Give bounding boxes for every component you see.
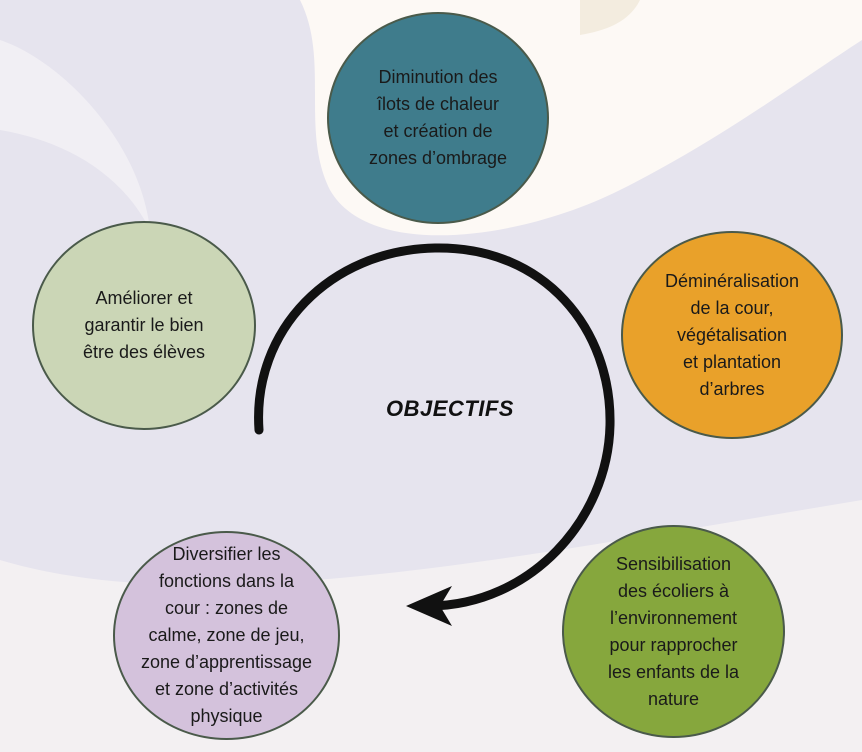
cycle-arrow-arc [254,243,615,611]
objective-text: Diminution des îlots de chaleur et créat… [368,67,508,168]
objective-circle-heat-islands: Diminution des îlots de chaleur et créat… [327,12,549,224]
objective-circle-wellbeing: Améliorer et garantir le bien être des é… [32,221,256,430]
objective-text: Diversifier les fonctions dans la cour :… [140,544,313,726]
cycle-arrow-head [406,586,452,626]
background-light-swoosh [0,40,150,230]
objective-circle-demineralisation: Déminéralisation de la cour, végétalisat… [621,231,843,439]
objective-circle-awareness: Sensibilisation des écoliers à l’environ… [562,525,785,738]
objective-text: Déminéralisation de la cour, végétalisat… [664,270,800,399]
objective-text: Améliorer et garantir le bien être des é… [82,288,206,362]
center-label: OBJECTIFS [386,396,514,421]
objective-circle-diversify-functions: Diversifier les fonctions dans la cour :… [113,531,340,740]
objective-text: Sensibilisation des écoliers à l’environ… [607,553,740,709]
background-beige-shape [580,0,640,35]
